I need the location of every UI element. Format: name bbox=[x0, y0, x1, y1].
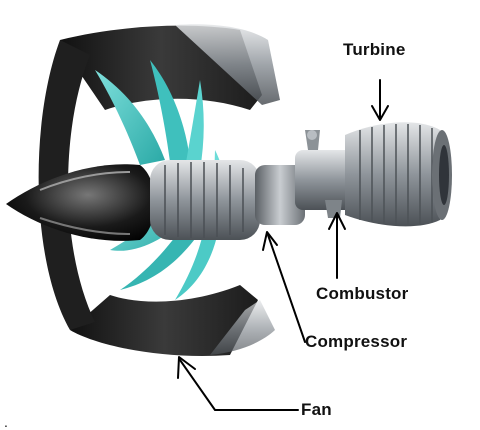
turbine-section bbox=[345, 122, 452, 227]
compressor-arrow bbox=[262, 231, 306, 343]
footnote-dot: . bbox=[4, 414, 8, 430]
fan-label: Fan bbox=[301, 400, 332, 419]
turbine-label: Turbine bbox=[343, 40, 406, 59]
compressor-label: Compressor bbox=[305, 332, 408, 351]
spinner-cone bbox=[6, 164, 155, 241]
combustor-section bbox=[295, 130, 355, 218]
nacelle-lower bbox=[70, 285, 275, 356]
combustor-label: Combustor bbox=[316, 284, 409, 303]
turbine-arrow bbox=[371, 79, 389, 121]
compressor-section bbox=[150, 160, 305, 240]
combustor-arrow bbox=[328, 212, 346, 279]
callout-arrows bbox=[177, 79, 389, 411]
fan-arrow bbox=[177, 356, 299, 411]
